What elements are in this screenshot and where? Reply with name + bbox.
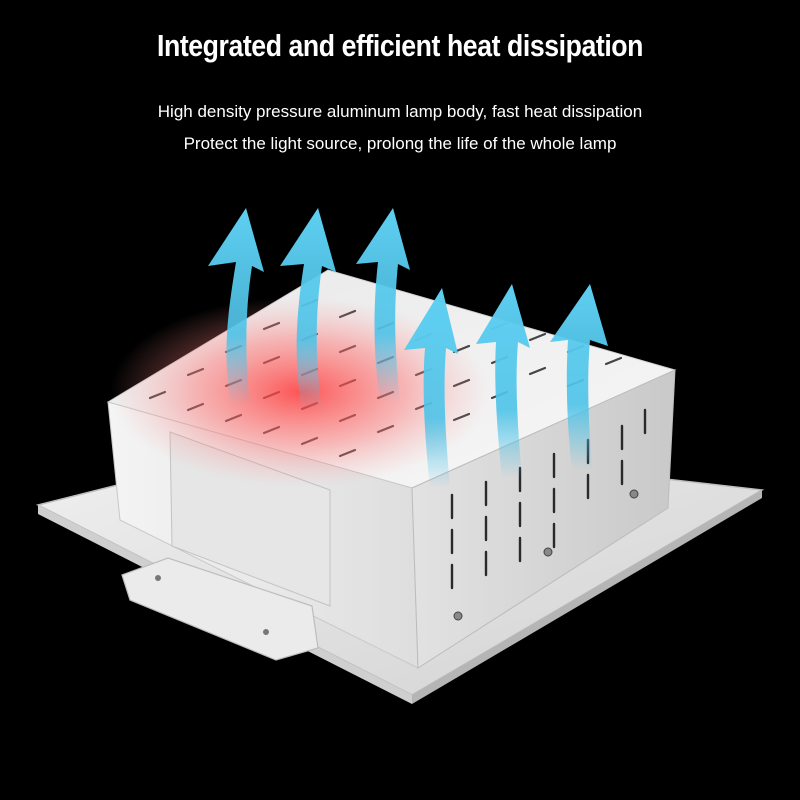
- subtitle-line-2: Protect the light source, prolong the li…: [183, 134, 617, 153]
- arrow-up-icon: [404, 288, 458, 488]
- arrow-up-icon: [280, 208, 336, 410]
- subtitle-line-1: High density pressure aluminum lamp body…: [157, 102, 643, 121]
- arrow-up-icon: [550, 284, 608, 470]
- arrow-up-icon: [476, 284, 530, 478]
- arrow-up-icon: [356, 208, 410, 402]
- headline: Integrated and efficient heat dissipatio…: [156, 28, 644, 63]
- arrow-up-icon: [208, 208, 264, 405]
- airflow-arrows: [208, 208, 608, 488]
